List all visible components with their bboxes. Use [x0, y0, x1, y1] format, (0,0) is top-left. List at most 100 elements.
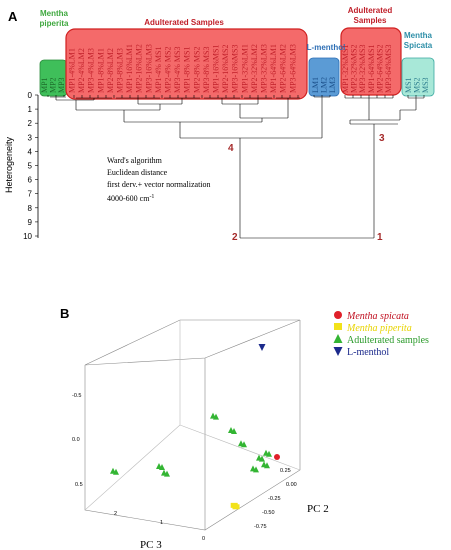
leaf-label: LM2: [320, 77, 329, 93]
l-menthol-header: L-menthol: [307, 43, 346, 52]
legend-marker: [334, 323, 342, 330]
legend-marker: [333, 347, 343, 356]
leaf-label: MP1-64%LM1: [269, 44, 278, 93]
leaf-label: MS3: [421, 77, 430, 93]
leaf-label: MP1-4% MS1: [154, 47, 163, 93]
cluster-number-4: 4: [228, 143, 234, 154]
right-tick-0: 0.25: [280, 468, 291, 474]
left-tick-1: 0.0: [72, 437, 80, 443]
mentha-spicata-header-2: Spicata: [404, 41, 433, 50]
adulterated-left-header: Adulterated Samples: [144, 18, 224, 27]
mentha-spicata-box: [401, 57, 435, 97]
legend-label: Adulterated samples: [347, 335, 429, 346]
pc2-axis-label: PC 2: [307, 503, 329, 515]
leaf-label: MP1-4%LM1: [68, 48, 77, 93]
leaf-label: MP2: [49, 77, 58, 93]
pca-points: [110, 344, 280, 510]
adulterated-left-box: [65, 28, 308, 100]
pca-3d-box: [84, 319, 301, 531]
legend-marker: [333, 334, 343, 343]
pc3-axis-label: PC 3: [140, 539, 162, 550]
point-mentha-piperita: [230, 502, 238, 508]
cluster-number-2: 2: [232, 232, 238, 243]
legend-label: Mentha piperita: [346, 323, 412, 334]
legend-label: Mentha spicata: [346, 311, 409, 322]
leaf-label: MP2-32%LM2: [250, 44, 259, 93]
panel-b-letter: B: [60, 306, 69, 321]
leaf-label: MS1: [404, 77, 413, 93]
leaf-label: MP2-4% MS2: [164, 47, 173, 93]
leaf-label: MP1-8% MS1: [183, 47, 192, 93]
leaf-label: MP1-32%MS1: [341, 45, 350, 93]
point-adulterated: [231, 428, 237, 434]
method-line-4-sup: -1: [149, 194, 154, 200]
leaf-label: MP2-16%MS2: [221, 45, 230, 93]
leaf-label: MP2-16%LM2: [135, 44, 144, 93]
leaf-label: MP2-64%LM2: [279, 44, 288, 93]
adulterated-right-box: [340, 27, 402, 96]
y-tick-label: 1: [28, 105, 33, 114]
point-mentha-spicata: [274, 454, 280, 460]
leaf-label: MP3-32%MS3: [358, 45, 367, 93]
leaf-label: MP3-8% MS3: [202, 47, 211, 93]
leaf-label: LM1: [311, 77, 320, 93]
l-menthol-box: [308, 57, 340, 97]
leaf-label: MP3-4% MS3: [173, 47, 182, 93]
bottom-tick-2: 0: [202, 536, 205, 542]
method-line-4-main: 4000-600 cm: [107, 194, 150, 203]
left-tick-2: 0.5: [75, 482, 83, 488]
leaf-label: MP3-32%LM3: [260, 44, 269, 93]
point-adulterated: [164, 470, 170, 477]
leaf-label: MP3: [57, 77, 66, 93]
right-tick-4: -0.75: [254, 524, 267, 530]
panel-a-letter: A: [8, 9, 18, 24]
cluster-number-3: 3: [379, 133, 385, 144]
leaf-label: MP3-16%LM3: [144, 44, 153, 93]
y-tick-label: 5: [28, 162, 33, 171]
point-adulterated: [266, 450, 272, 457]
leaf-label: MP1-16%LM1: [125, 44, 134, 93]
pca-ticks: -0.5 0.0 0.5 2 1 0 0.25 0.00 -0.25 -0.50…: [72, 393, 297, 542]
right-tick-2: -0.25: [268, 496, 281, 502]
leaf-label: MP1-32%LM1: [240, 44, 249, 93]
cluster-number-1: 1: [377, 232, 383, 243]
right-tick-1: 0.00: [286, 482, 297, 488]
point-adulterated: [159, 464, 165, 470]
leaf-label: MP2-8% MS2: [192, 47, 201, 93]
point-adulterated: [213, 413, 219, 420]
point-adulterated: [241, 441, 247, 448]
mentha-spicata-header-1: Mentha: [404, 31, 433, 40]
method-line-3: first derv.+ vector normalization: [107, 180, 211, 189]
y-tick-label: 9: [28, 218, 33, 227]
right-tick-3: -0.50: [262, 510, 275, 516]
y-tick-label: 7: [28, 190, 33, 199]
dendrogram-y-label: Heterogeneity: [4, 136, 14, 193]
y-tick-label: 3: [28, 133, 33, 142]
mentha-piperita-header-1: Mentha: [40, 9, 69, 18]
leaf-label: MP3-4%LM3: [87, 48, 96, 93]
y-tick-label: 8: [28, 204, 33, 213]
y-tick-label: 4: [28, 147, 33, 156]
leaf-label: MP3-8%LM3: [116, 48, 125, 93]
point-adulterated: [113, 468, 119, 475]
dendrogram-branches: [47, 95, 425, 239]
adulterated-right-header-2: Samples: [354, 16, 387, 25]
leaf-label: MP1-8%LM1: [96, 48, 105, 93]
leaf-label: MP2-64%MS2: [375, 45, 384, 93]
method-line-2: Euclidean distance: [107, 168, 168, 177]
method-line-4: 4000-600 cm-1: [107, 194, 154, 203]
y-tick-label: 0: [28, 91, 33, 100]
leaf-label: MP3-16%MS3: [231, 45, 240, 93]
leaf-label: MP2-4%LM2: [77, 48, 86, 93]
left-tick-0: -0.5: [72, 393, 81, 399]
mentha-piperita-header-2: piperita: [40, 19, 69, 28]
leaf-label: MP2-32%MS2: [350, 45, 359, 93]
leaf-label: MS2: [413, 77, 422, 93]
leaf-label: LM3: [328, 77, 337, 93]
leaf-label: MP1-64%MS1: [367, 45, 376, 93]
leaf-label: MP3-64%LM3: [288, 44, 297, 93]
